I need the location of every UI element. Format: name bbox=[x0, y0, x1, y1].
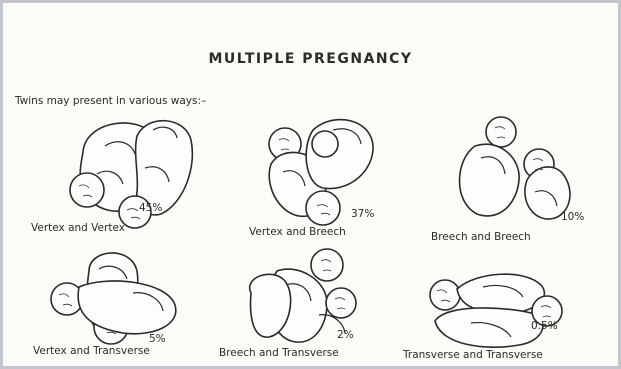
presentation-label: Vertex and Vertex bbox=[31, 222, 125, 234]
vertex-transverse-illustration bbox=[43, 241, 233, 361]
twin-right bbox=[51, 281, 176, 334]
percent-label: 5% bbox=[149, 333, 166, 345]
intro-text: Twins may present in various ways:– bbox=[15, 95, 206, 107]
twin-right bbox=[524, 149, 570, 219]
breech-transverse-illustration bbox=[223, 241, 413, 361]
panel-breech-transverse: 2% Breech and Transverse bbox=[223, 241, 413, 361]
transverse-transverse-illustration bbox=[413, 241, 603, 361]
presentation-label: Breech and Transverse bbox=[219, 347, 339, 359]
panel-vertex-breech: 37% Vertex and Breech bbox=[243, 108, 433, 228]
presentation-label: Vertex and Breech bbox=[249, 226, 346, 238]
panel-vertex-transverse: 5% Vertex and Transverse bbox=[43, 241, 233, 361]
percent-label: 45% bbox=[139, 202, 162, 214]
twin-left bbox=[460, 117, 520, 216]
percent-label: 0.5% bbox=[531, 320, 558, 332]
page-title: MULTIPLE PREGNANCY bbox=[3, 51, 618, 67]
percent-label: 2% bbox=[337, 329, 354, 341]
presentation-label: Transverse and Transverse bbox=[403, 349, 543, 361]
panel-vertex-vertex: 45% Vertex and Vertex bbox=[53, 108, 243, 228]
panel-transverse-transverse: 0.5% Transverse and Transverse bbox=[413, 241, 603, 361]
vertex-breech-illustration bbox=[243, 108, 433, 228]
percent-label: 37% bbox=[351, 208, 374, 220]
presentation-label: Vertex and Transverse bbox=[33, 345, 150, 357]
panel-breech-breech: 10% Breech and Breech bbox=[431, 108, 621, 228]
percent-label: 10% bbox=[561, 211, 584, 223]
breech-breech-illustration bbox=[431, 108, 621, 228]
